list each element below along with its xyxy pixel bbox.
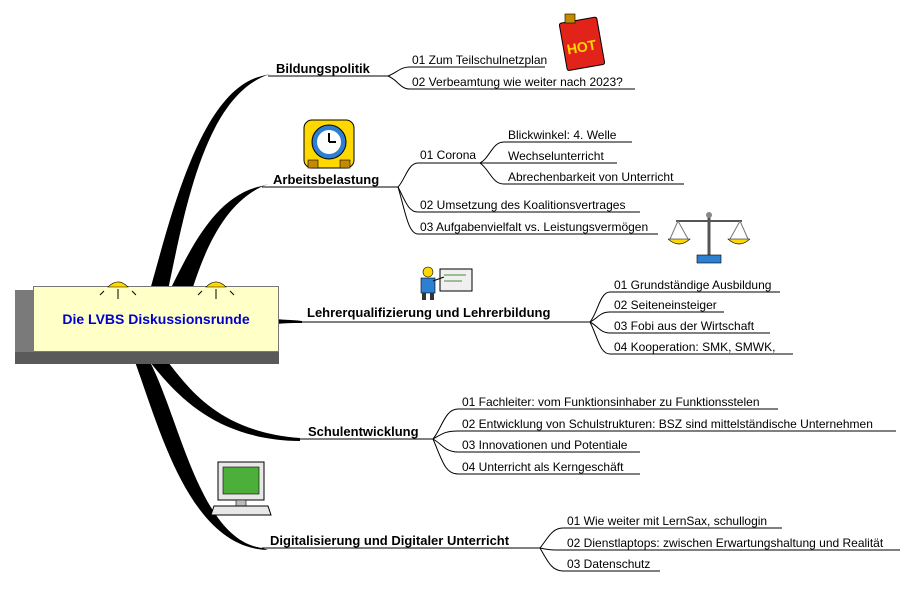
topic-wechselunterricht[interactable]: Wechselunterricht bbox=[508, 149, 604, 163]
trunk-arbeitsbelastung bbox=[170, 184, 268, 290]
trunk-bildungspolitik bbox=[150, 74, 270, 290]
topic-aufgabenvielfalt[interactable]: 03 Aufgabenvielfalt vs. Leistungsvermöge… bbox=[420, 220, 649, 234]
branch-schulentwicklung[interactable]: Schulentwicklung bbox=[308, 424, 419, 439]
central-topic[interactable]: Die LVBS Diskussionsrunde bbox=[33, 286, 279, 352]
topic-corona[interactable]: 01 Corona bbox=[420, 148, 477, 162]
topic-fachleiter[interactable]: 01 Fachleiter: vom Funktionsinhaber zu F… bbox=[462, 395, 760, 409]
trunk-digitalisierung bbox=[135, 362, 268, 550]
topic-teilschulnetzplan[interactable]: 01 Zum Teilschulnetzplan bbox=[412, 53, 548, 67]
central-topic-shadow-side bbox=[15, 290, 33, 362]
topic-fobi-wirtschaft[interactable]: 03 Fobi aus der Wirtschaft bbox=[614, 319, 755, 333]
scales-icon bbox=[668, 212, 750, 264]
computer-icon bbox=[210, 461, 272, 516]
topic-kooperation[interactable]: 04 Kooperation: SMK, SMWK, bbox=[614, 340, 776, 354]
hot-sign-icon: HOT bbox=[558, 13, 606, 71]
central-topic-shadow-bottom bbox=[15, 352, 279, 364]
topic-koalitionsvertrag[interactable]: 02 Umsetzung des Koalitionsvertrages bbox=[420, 198, 626, 212]
branch-digitalisierung[interactable]: Digitalisierung und Digitaler Unterricht bbox=[270, 533, 510, 548]
topic-innovationen[interactable]: 03 Innovationen und Potentiale bbox=[462, 438, 628, 452]
topic-kerngeschaeft[interactable]: 04 Unterricht als Kerngeschäft bbox=[462, 460, 624, 474]
lamp-icon bbox=[99, 281, 137, 299]
teacher-icon bbox=[420, 266, 473, 300]
branch-arbeitsbelastung[interactable]: Arbeitsbelastung bbox=[273, 172, 380, 187]
branch-lehrerqualifizierung[interactable]: Lehrerqualifizierung und Lehrerbildung bbox=[307, 305, 551, 320]
topic-lernsax[interactable]: 01 Wie weiter mit LernSax, schullogin bbox=[567, 514, 768, 528]
topic-abrechenbarkeit[interactable]: Abrechenbarkeit von Unterricht bbox=[508, 170, 674, 184]
topic-verbeamtung[interactable]: 02 Verbeamtung wie weiter nach 2023? bbox=[412, 75, 623, 89]
topic-grundstaendige-ausbildung[interactable]: 01 Grundständige Ausbildung bbox=[614, 278, 772, 292]
central-topic-label: Die LVBS Diskussionsrunde bbox=[62, 311, 250, 327]
topic-dienstlaptops[interactable]: 02 Dienstlaptops: zwischen Erwartungshal… bbox=[567, 536, 884, 550]
topic-schulstrukturen[interactable]: 02 Entwicklung von Schulstrukturen: BSZ … bbox=[462, 417, 873, 431]
lamp-icon bbox=[197, 281, 235, 299]
topic-datenschutz[interactable]: 03 Datenschutz bbox=[567, 557, 651, 571]
hot-badge-text: HOT bbox=[566, 36, 598, 57]
branch-bildungspolitik[interactable]: Bildungspolitik bbox=[276, 61, 370, 76]
topic-seiteneinsteiger[interactable]: 02 Seiteneinsteiger bbox=[614, 298, 717, 312]
alarm-clock-icon bbox=[303, 119, 355, 169]
trunk-schulentwicklung bbox=[150, 362, 300, 441]
topic-vierte-welle[interactable]: Blickwinkel: 4. Welle bbox=[508, 128, 617, 142]
